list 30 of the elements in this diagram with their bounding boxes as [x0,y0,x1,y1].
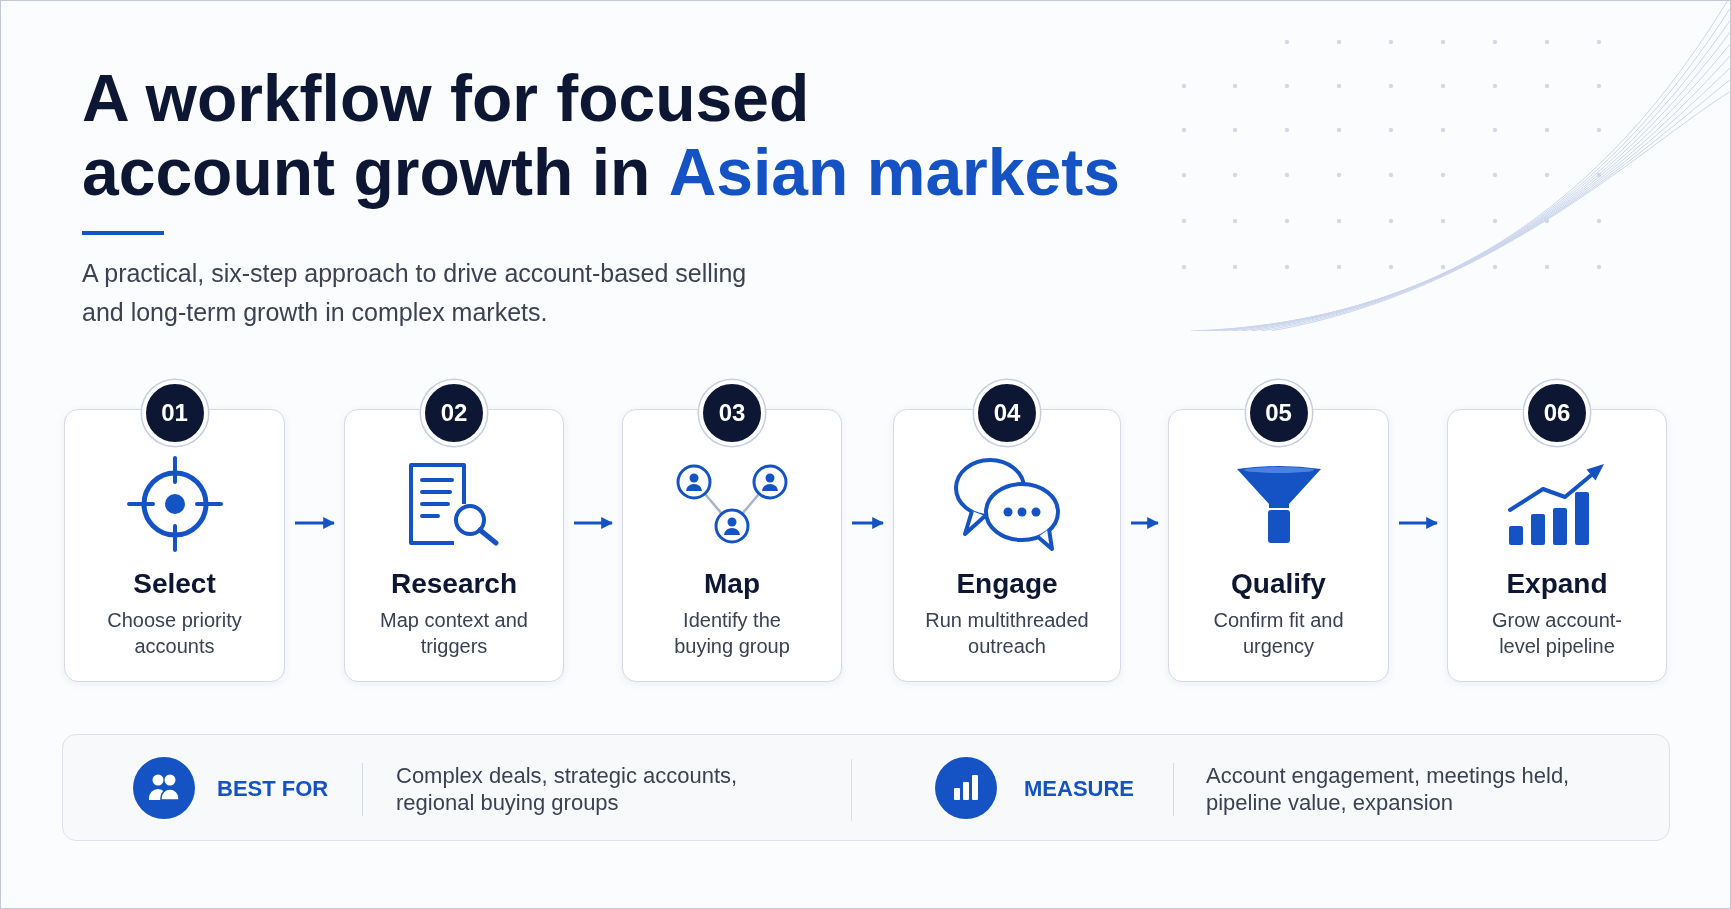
section-text: Account engagement, meetings held, pipeline value, expansion [1206,762,1571,816]
step-number: 03 [699,380,765,446]
arrow [1131,517,1160,529]
title: A workflow for focused account growth in Asian markets [82,61,1120,209]
step-title: Map [704,567,760,601]
section-label: BEST FOR [217,775,329,803]
step-title: Research [390,567,518,601]
section-label: MEASURE [1024,775,1134,803]
step-number: 06 [1524,380,1590,446]
step-number: 05 [1245,380,1312,446]
arrow [574,517,614,529]
step-number: 02 [421,380,487,446]
section-text: Complex deals, strategic accounts, regional buying groups [396,762,739,816]
step-description: Identify the buying group [673,608,791,659]
step-number: 01 [141,380,208,446]
subtitle: A practical, six-step approach to drive account-based selling and long-term growth in complex markets. [82,258,748,328]
step-title: Engage [956,567,1058,601]
step-number: 04 [974,380,1040,446]
step-description: Confirm fit and urgency [1212,608,1345,659]
arrow [1399,517,1439,529]
arrow [852,517,885,529]
step-title: Qualify [1231,567,1326,601]
step-title: Select [133,567,216,601]
step-description: Grow account-level pipeline [1490,608,1624,659]
step-description: Map context and triggers [379,608,529,659]
step-title: Expand [1506,567,1608,601]
step-description: Choose priority accounts [106,608,243,659]
arrow [295,517,336,529]
step-description: Run multithreaded outreach [924,608,1090,659]
info-panel [62,734,1670,841]
